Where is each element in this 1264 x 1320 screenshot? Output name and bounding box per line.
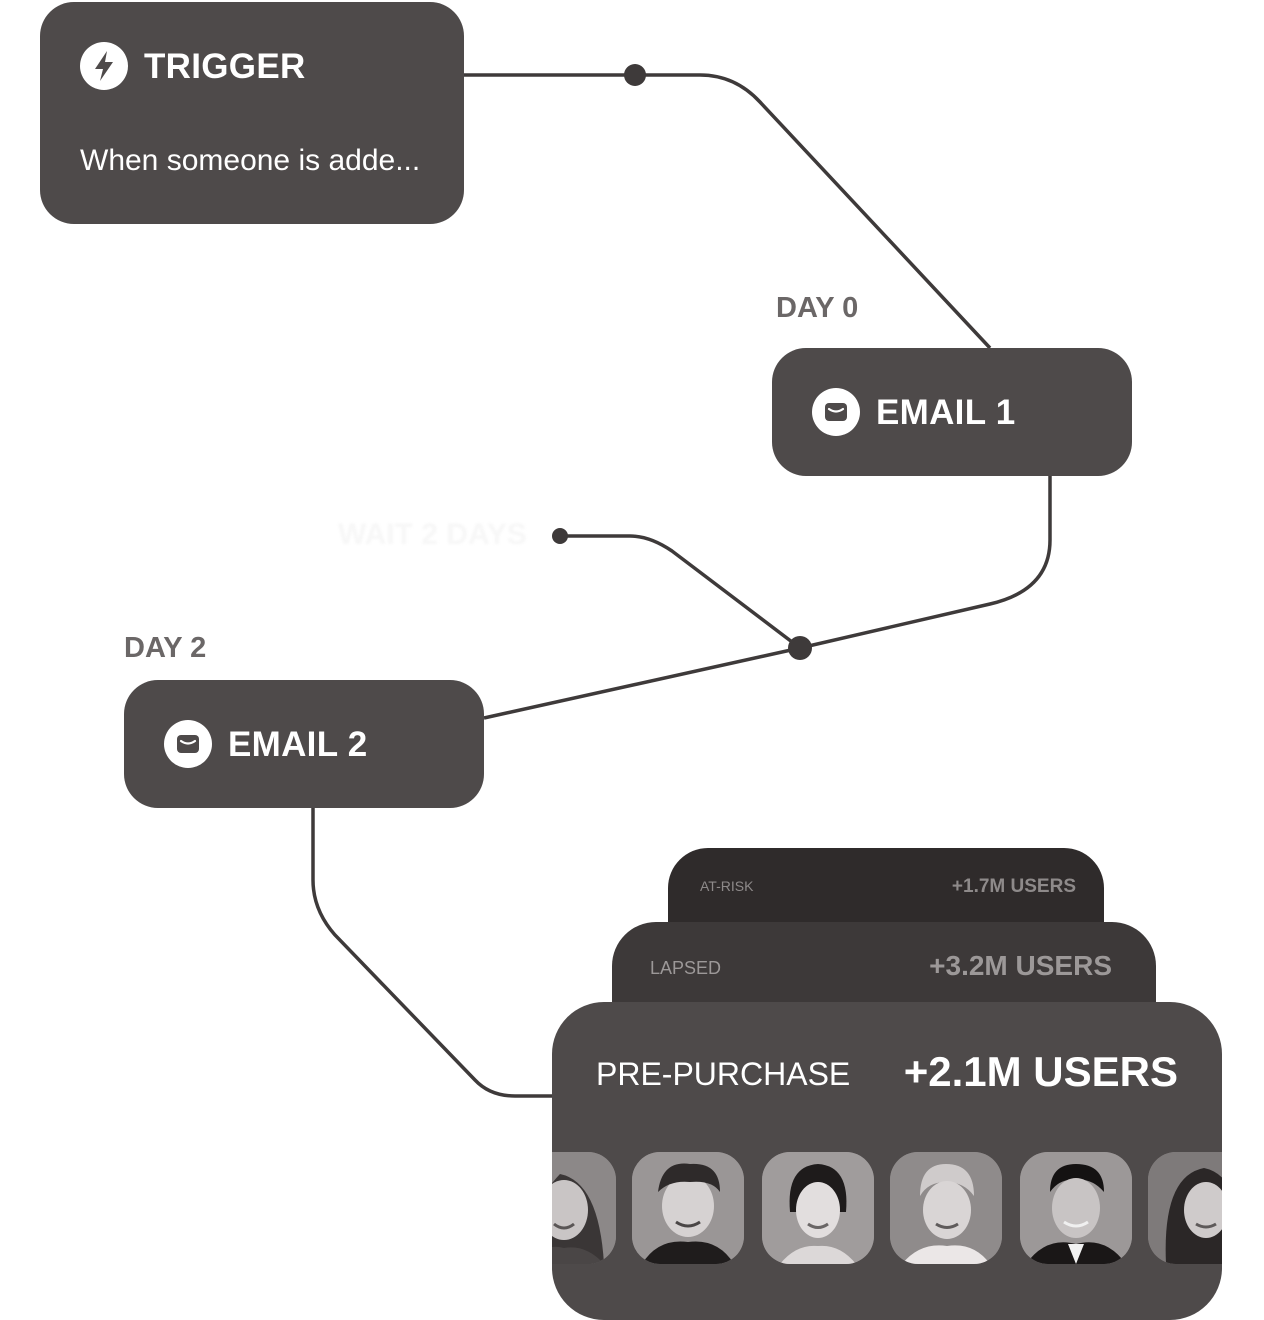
wait-label: WAIT 2 DAYS xyxy=(338,518,527,551)
trigger-title: TRIGGER xyxy=(144,47,306,86)
envelope-icon xyxy=(812,388,860,436)
avatar xyxy=(762,1152,874,1264)
connector-junction-to-email2 xyxy=(483,646,801,720)
trigger-node[interactable]: TRIGGER When someone is adde... xyxy=(40,2,464,224)
avatar-row xyxy=(552,1152,1222,1268)
segment-count: +1.7M USERS xyxy=(951,876,1076,897)
avatar xyxy=(1148,1152,1222,1264)
connector-dot-wait xyxy=(552,528,568,544)
connector-wait-to-junction xyxy=(560,534,802,650)
envelope-icon xyxy=(164,720,212,768)
email-2-title: EMAIL 2 xyxy=(228,725,368,764)
avatar xyxy=(890,1152,1002,1264)
avatar xyxy=(552,1152,616,1264)
segment-name: LAPSED xyxy=(650,958,722,978)
connector-trigger-to-email1 xyxy=(464,73,992,350)
segment-count: +2.1M USERS xyxy=(903,1048,1178,1095)
segment-name: AT-RISK xyxy=(700,878,754,894)
connector-email1-to-junction xyxy=(799,476,1052,650)
email-1-title: EMAIL 1 xyxy=(876,393,1016,432)
day-label-2: DAY 2 xyxy=(124,632,207,664)
connector-email2-to-segment xyxy=(311,808,552,1098)
avatar xyxy=(632,1152,744,1264)
day-label-0: DAY 0 xyxy=(776,292,859,324)
segment-count: +3.2M USERS xyxy=(929,950,1112,981)
segment-name: PRE-PURCHASE xyxy=(596,1056,851,1092)
connector-dot-trigger xyxy=(624,64,646,86)
email-1-node[interactable]: EMAIL 1 xyxy=(772,348,1132,476)
avatar xyxy=(1020,1152,1132,1264)
trigger-description: When someone is adde... xyxy=(80,144,421,177)
segment-card-pre-purchase[interactable]: PRE-PURCHASE +2.1M USERS xyxy=(552,1002,1222,1320)
email-2-node[interactable]: EMAIL 2 xyxy=(124,680,484,808)
connector-dot-junction xyxy=(788,636,812,660)
lightning-bolt-icon xyxy=(80,42,128,90)
